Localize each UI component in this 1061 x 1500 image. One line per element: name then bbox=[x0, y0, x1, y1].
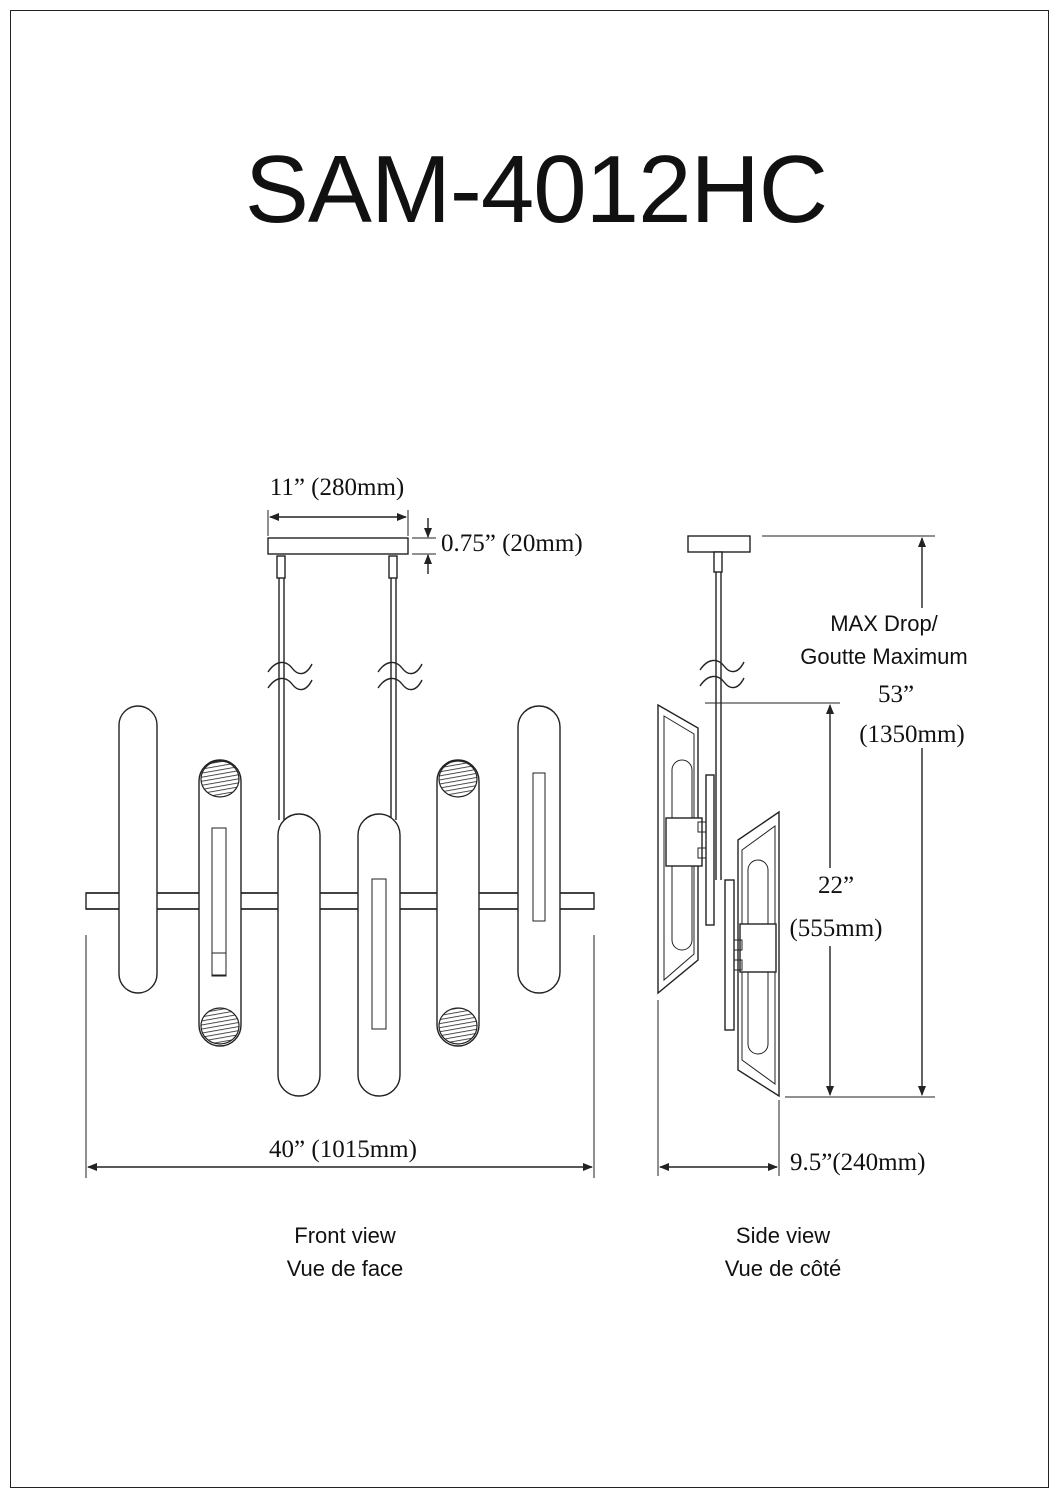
max-drop-label-fr: Goutte Maximum bbox=[800, 644, 968, 669]
glass-shade-6 bbox=[517, 705, 561, 994]
glass-shade-2 bbox=[198, 759, 242, 1047]
canopy bbox=[267, 537, 409, 555]
max-drop-mm: (1350mm) bbox=[859, 721, 965, 748]
side-view-caption: Side view bbox=[736, 1223, 830, 1248]
depth-label: 9.5”(240mm) bbox=[790, 1149, 925, 1176]
canopy-width-label: 11” (280mm) bbox=[270, 474, 404, 501]
overall-width-label: 40” (1015mm) bbox=[269, 1136, 417, 1163]
front-view-caption-fr: Vue de face bbox=[287, 1256, 404, 1281]
drawing-border bbox=[10, 10, 1049, 1488]
max-drop-label: MAX Drop/ bbox=[830, 611, 938, 636]
max-drop-value: 53” bbox=[878, 681, 914, 708]
side-canopy bbox=[687, 535, 751, 553]
front-view: 11” (280mm) 0.75” (20mm) bbox=[85, 474, 595, 1281]
body-height-label: 22” bbox=[818, 872, 854, 899]
glass-shade-1 bbox=[118, 705, 158, 994]
glass-shade-5 bbox=[436, 759, 480, 1047]
product-title: SAM-4012HC bbox=[245, 136, 827, 243]
front-view-caption: Front view bbox=[294, 1223, 396, 1248]
side-view: MAX Drop/ Goutte Maximum 53” (1350mm) 22… bbox=[657, 535, 992, 1281]
body-height-mm: (555mm) bbox=[789, 915, 882, 942]
canopy-height-label: 0.75” (20mm) bbox=[441, 530, 583, 557]
side-view-caption-fr: Vue de côté bbox=[725, 1256, 842, 1281]
glass-shade-3 bbox=[277, 813, 321, 1097]
glass-shade-4 bbox=[357, 813, 401, 1097]
